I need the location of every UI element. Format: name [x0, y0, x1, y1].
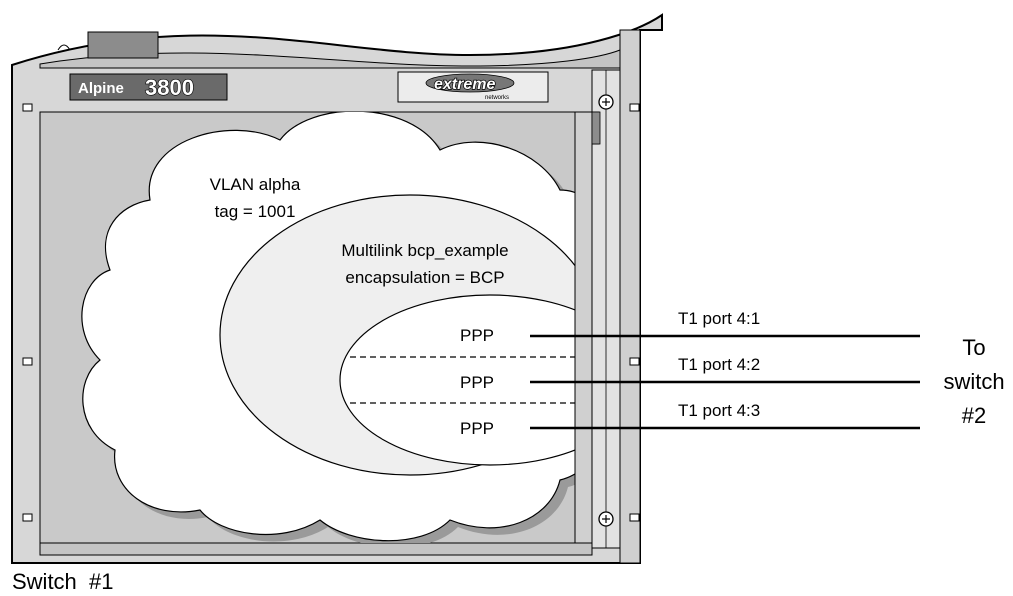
- destination-line-2: switch: [943, 369, 1004, 394]
- mount-slot: [22, 513, 33, 522]
- vlan-name: VLAN alpha: [210, 175, 301, 194]
- screw-icon: [598, 511, 614, 527]
- multilink-encapsulation: encapsulation = BCP: [345, 268, 504, 287]
- brand-prefix: Alpine: [78, 80, 124, 97]
- ppp-label-2: PPP: [460, 373, 494, 392]
- mount-slot: [22, 103, 33, 112]
- t1-port-label-3: T1 port 4:3: [678, 401, 760, 420]
- t1-port-label-1: T1 port 4:1: [678, 309, 760, 328]
- alpine-logo: Alpine 3800: [69, 73, 228, 101]
- ppp-label-1: PPP: [460, 326, 494, 345]
- destination-line-3: #2: [962, 403, 986, 428]
- mount-slot: [629, 513, 640, 522]
- vlan-tag: tag = 1001: [215, 202, 296, 221]
- t1-port-label-2: T1 port 4:2: [678, 355, 760, 374]
- ppp-label-3: PPP: [460, 419, 494, 438]
- ppp-oval: [339, 294, 592, 466]
- chassis-handle: [87, 31, 159, 59]
- switch-label: Switch #1: [12, 569, 114, 591]
- mount-slot: [22, 357, 33, 366]
- extreme-logo: extreme networks: [397, 71, 549, 103]
- mount-slot: [629, 357, 640, 366]
- model-number: 3800: [145, 75, 194, 100]
- vendor-name: extreme: [434, 76, 495, 93]
- mount-slot: [629, 103, 640, 112]
- screw-icon: [598, 94, 614, 110]
- vendor-subtitle: networks: [485, 95, 509, 101]
- destination-line-1: To: [962, 335, 985, 360]
- multilink-name: Multilink bcp_example: [341, 241, 508, 260]
